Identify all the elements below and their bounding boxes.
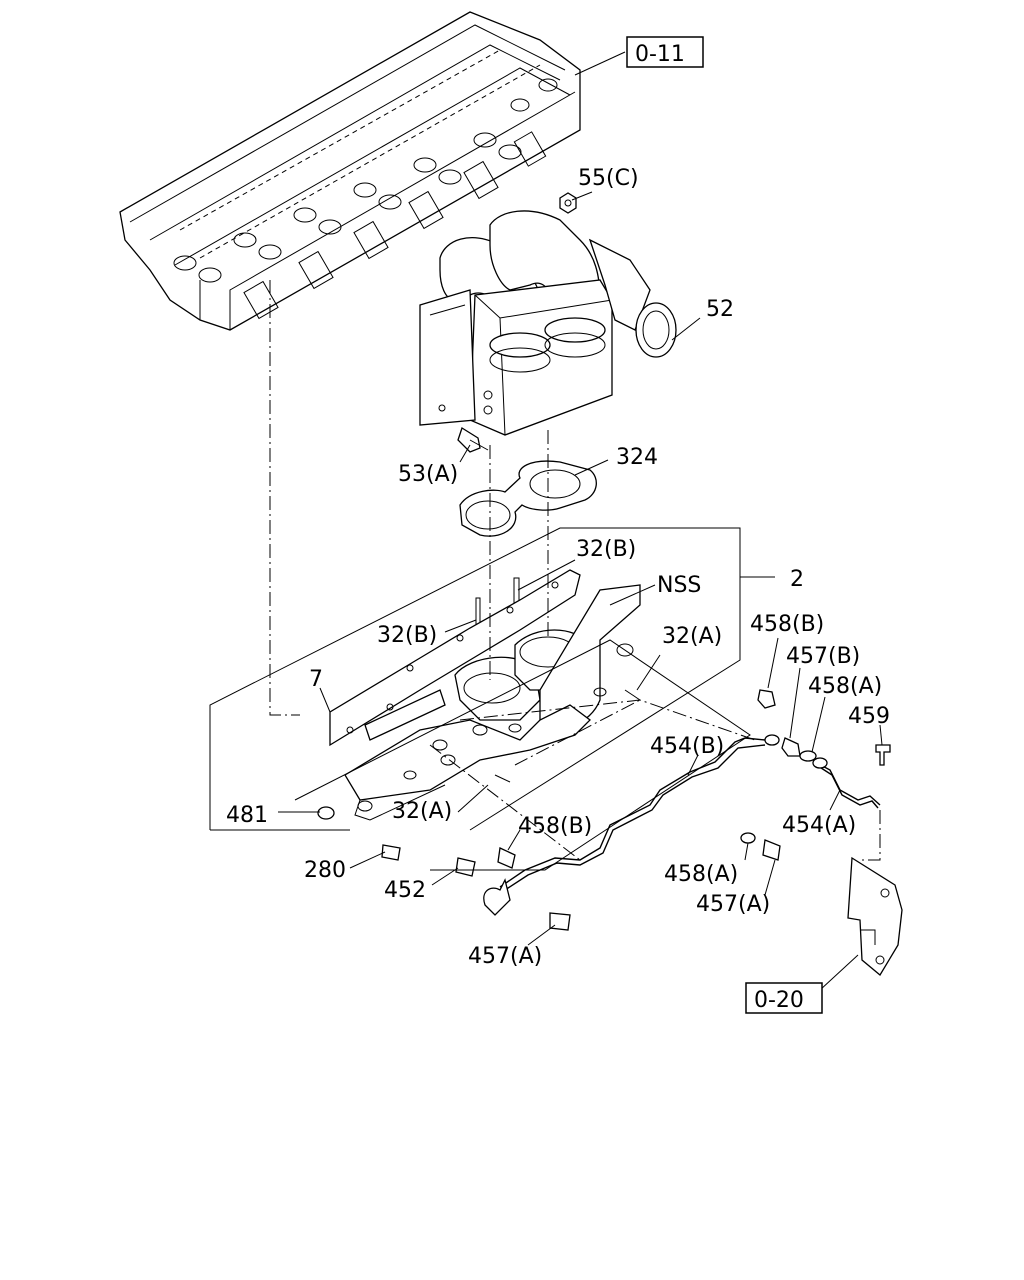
part-457a-right-label: 457(A) — [696, 892, 770, 917]
part-32a-bottom-label: 32(A) — [392, 799, 452, 824]
part-458b-mid-label: 458(B) — [518, 814, 592, 839]
part-32b-left-label: 32(B) — [377, 623, 437, 648]
bracket-0-20-drawing — [847, 856, 903, 976]
part-2-label: 2 — [790, 567, 804, 592]
part-457a-bottom-label: 457(A) — [468, 944, 542, 969]
cylinder-head-drawing — [119, 11, 581, 331]
ref-0-11-label: 0-11 — [635, 42, 685, 67]
ref-0-20-label: 0-20 — [754, 988, 804, 1013]
group-outline-2 — [209, 527, 775, 831]
part-458a-right-label: 458(A) — [808, 674, 882, 699]
part-458b-right-label: 458(B) — [750, 612, 824, 637]
leader-lines — [278, 51, 883, 991]
part-481-label: 481 — [226, 803, 268, 828]
ref-box-0-11 — [626, 36, 704, 68]
part-32a-right-label: 32(A) — [662, 624, 722, 649]
intake-duct-52-drawing — [419, 192, 677, 453]
part-324-label: 324 — [616, 445, 658, 470]
part-7-label: 7 — [309, 667, 323, 692]
fittings-drawing — [317, 689, 891, 931]
part-459-label: 459 — [848, 704, 890, 729]
part-52-label: 52 — [706, 297, 734, 322]
gasket-7-drawing — [329, 569, 581, 747]
part-280-label: 280 — [304, 858, 346, 883]
ref-box-0-20 — [745, 982, 823, 1014]
part-452-label: 452 — [384, 878, 426, 903]
part-32b-top-label: 32(B) — [576, 537, 636, 562]
part-454b-label: 454(B) — [650, 734, 724, 759]
part-55c-label: 55(C) — [578, 166, 639, 191]
part-nss-label: NSS — [657, 573, 701, 598]
gasket-324-drawing — [459, 460, 597, 537]
part-53a-label: 53(A) — [398, 462, 458, 487]
group-outline-454 — [294, 639, 751, 871]
part-458a-low-label: 458(A) — [664, 862, 738, 887]
alignment-lines — [269, 280, 881, 861]
part-457b-label: 457(B) — [786, 644, 860, 669]
part-454a-label: 454(A) — [782, 813, 856, 838]
